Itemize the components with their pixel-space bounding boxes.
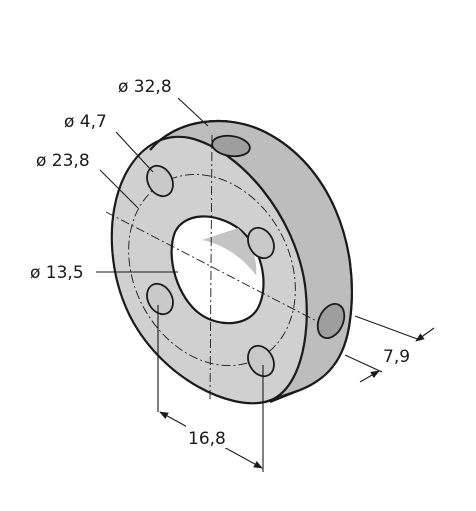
bore-inner-depth bbox=[202, 228, 257, 275]
mounting-hole-top-left bbox=[146, 164, 174, 198]
label-bolt-circle-diameter: ø 23,8 bbox=[36, 151, 90, 171]
label-thickness: 7,9 bbox=[383, 347, 410, 367]
mounting-hole-bottom-right bbox=[247, 344, 275, 378]
dim-hole-spacing: 16,8 bbox=[157, 305, 264, 472]
label-outer-diameter: ø 32,8 bbox=[118, 77, 172, 97]
label-hole-spacing: 16,8 bbox=[188, 429, 226, 449]
ring-body bbox=[105, 120, 353, 405]
mounting-hole-top-right bbox=[247, 226, 275, 260]
ring-side-band bbox=[150, 120, 352, 402]
dim-thickness: 7,9 bbox=[344, 315, 435, 383]
dim-hole-diameter: ø 4,7 bbox=[64, 112, 154, 173]
label-bore-diameter: ø 13,5 bbox=[30, 263, 84, 283]
label-hole-diameter: ø 4,7 bbox=[64, 112, 107, 132]
dim-bolt-circle-diameter: ø 23,8 bbox=[36, 151, 139, 209]
dim-outer-diameter: ø 32,8 bbox=[118, 77, 209, 127]
mounting-hole-bottom-left bbox=[146, 282, 174, 316]
grub-screw-top bbox=[211, 134, 251, 158]
dim-bore-diameter: ø 13,5 bbox=[30, 263, 178, 283]
grub-screw-right bbox=[316, 303, 346, 339]
